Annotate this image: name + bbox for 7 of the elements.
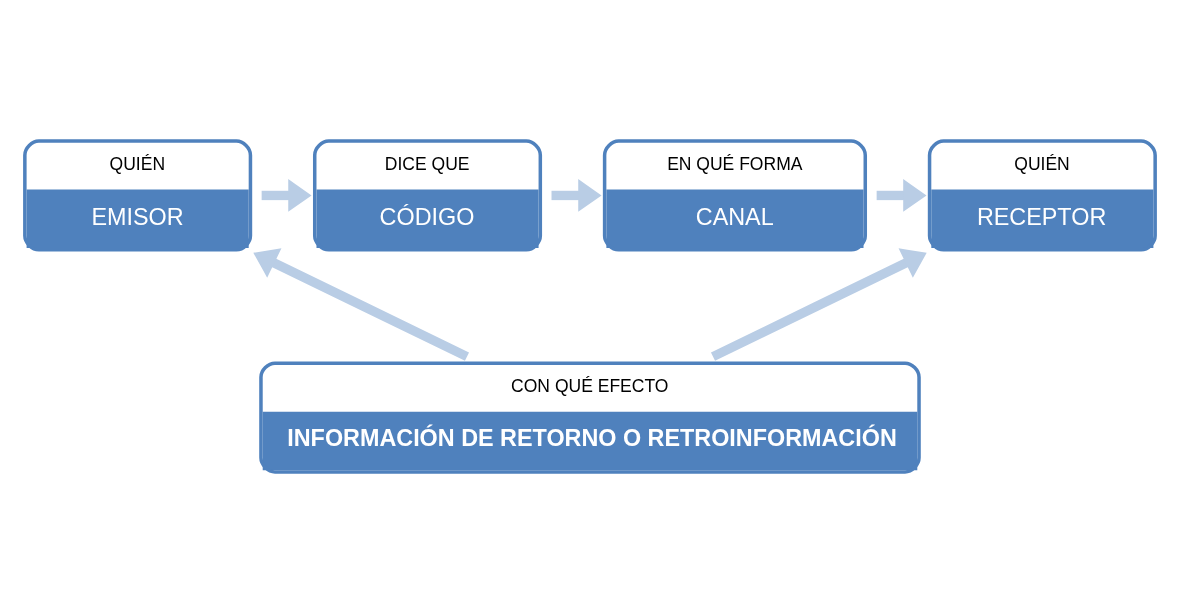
arrow [261,178,312,212]
arrow [710,247,927,361]
node-box: EN QUÉ FORMA CANAL [602,138,868,252]
node-box: DICE QUE CÓDIGO [312,138,543,252]
arrow [876,178,927,212]
arrow [551,178,602,212]
arrow [253,247,470,361]
